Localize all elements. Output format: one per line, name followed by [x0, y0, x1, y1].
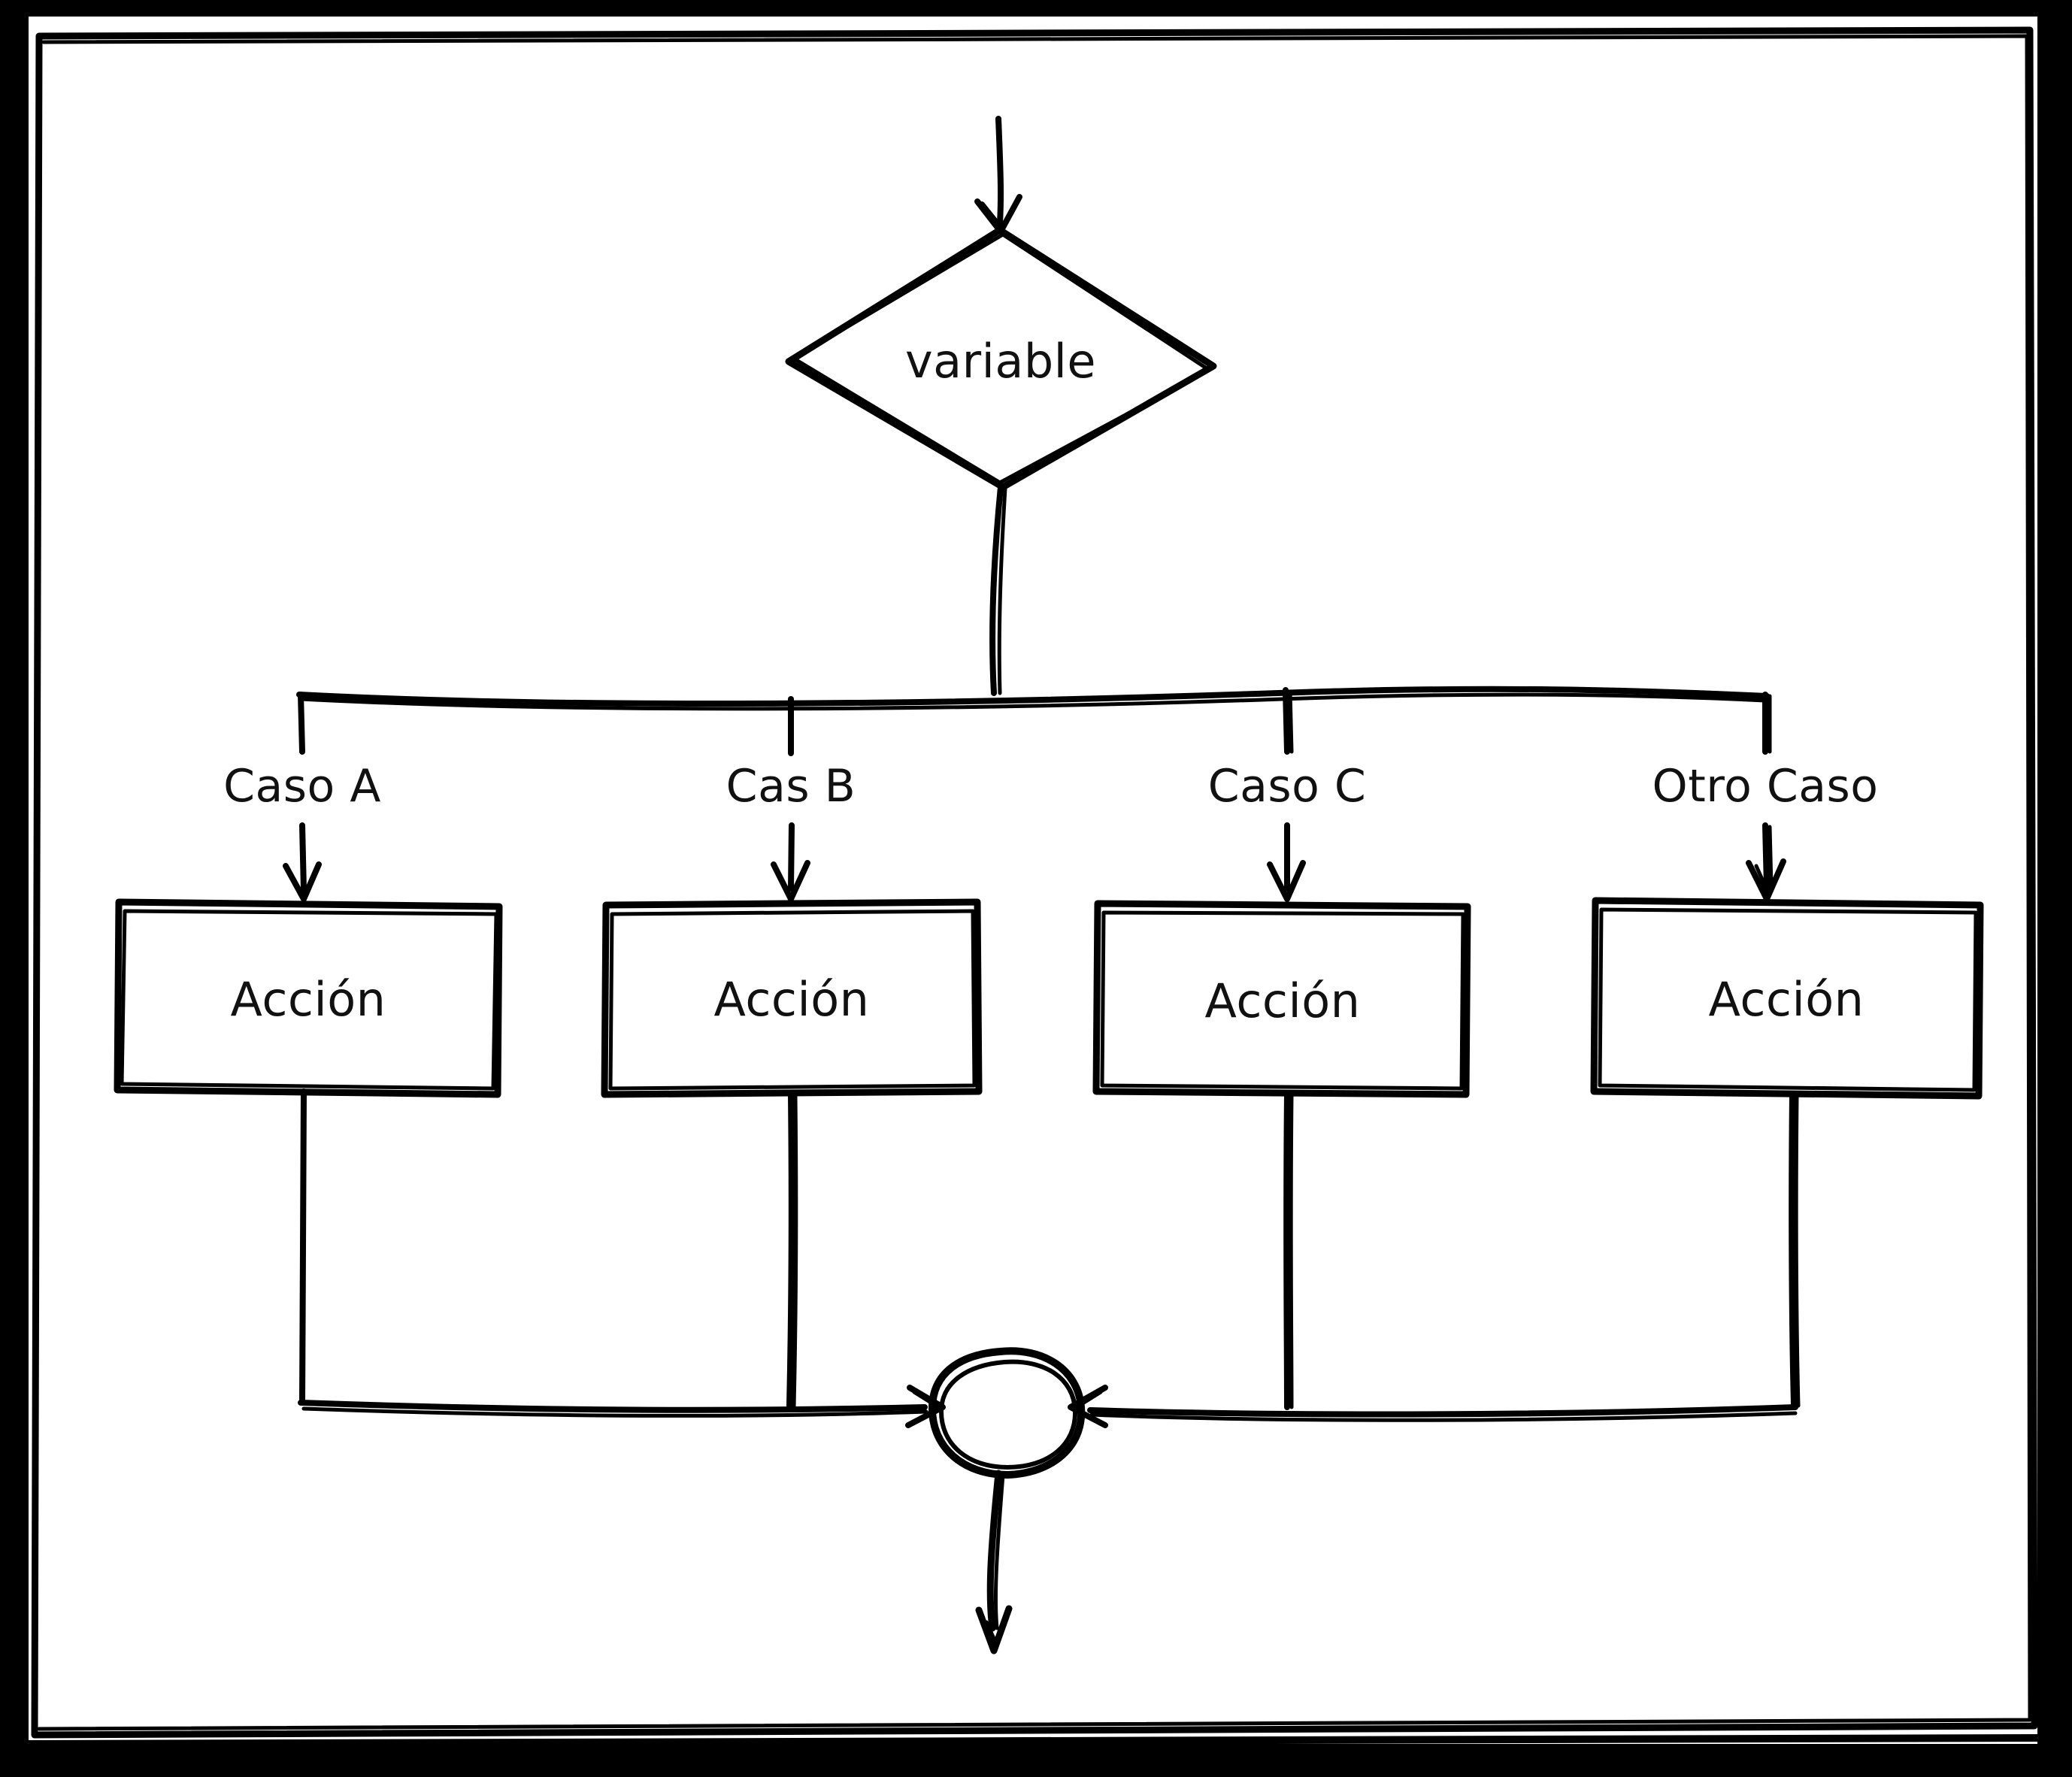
action-label-3: Acción	[1204, 973, 1361, 1028]
merge-routing-left	[298, 1088, 946, 1428]
action-label-2: Acción	[713, 972, 870, 1027]
branch-label-2: Cas B	[726, 760, 856, 813]
entry-arrow	[974, 116, 1022, 235]
branch-distribution-bar	[296, 686, 1770, 711]
branch-label-1: Caso A	[223, 760, 381, 813]
decision-to-bar-connector	[989, 484, 1007, 696]
action-box-3[interactable]	[1092, 900, 1471, 1098]
action-label-4: Acción	[1708, 972, 1864, 1027]
action-box-1[interactable]	[114, 898, 503, 1098]
paper-frame	[25, 26, 2046, 1748]
branch-legs-upper	[298, 687, 1772, 756]
branch-arrows-to-actions	[283, 822, 1786, 902]
action-box-2[interactable]	[601, 898, 983, 1098]
exit-arrow	[975, 1470, 1013, 1654]
action-box-4[interactable]	[1590, 897, 1984, 1100]
decision-label: variable	[904, 334, 1097, 389]
action-label-1: Acción	[230, 972, 386, 1027]
merge-routing-right	[1068, 1091, 1801, 1428]
canvas-paper	[29, 17, 2037, 1744]
merge-circle-node[interactable]	[928, 1347, 1086, 1479]
branch-label-4: Otro Caso	[1652, 760, 1879, 813]
branch-label-3: Caso C	[1207, 760, 1367, 813]
